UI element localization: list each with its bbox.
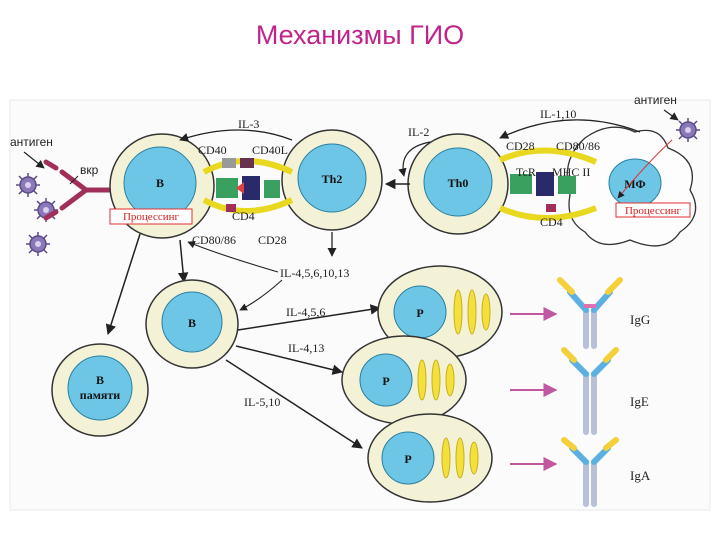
mhc-label: MHC II [552,165,590,179]
igg-antibody-icon [557,277,623,349]
synapse-b-th2 [202,158,294,214]
il3-label: IL-3 [238,117,259,131]
ige-antibody-icon [561,347,619,435]
cd4-label-left: CD4 [232,209,255,223]
th0-label: Th0 [448,176,469,190]
processing-box-right [615,202,691,218]
th0-cell: Th0 [407,133,509,235]
bcr-receptor-icon [43,159,115,221]
b-cell-mid: B [145,279,239,369]
th2-label: Th2 [322,172,343,186]
p1-label: P [416,306,423,320]
cd28-bottom-label: CD28 [258,233,287,247]
il2-label: IL-2 [408,125,429,139]
processing-label-left: Процессинг [123,211,180,223]
plasma-cell-3: P [367,413,493,503]
b-memory-cell: B памяти [51,343,149,437]
p2-label: P [382,374,389,388]
mf-label: МФ [624,177,645,191]
cd8086-top-label: CD80/86 [556,139,600,153]
antigen-right-icon [675,117,701,143]
antigen-label-right: антиген [634,93,677,107]
il4-13-label: IL-4,5,6,10,13 [280,266,349,280]
tcr-label: TcR [516,165,536,179]
cd4-label-right: CD4 [540,215,563,229]
iga-label: IgA [630,468,651,483]
plasma-cell-2: P [341,335,467,425]
iga-antibody-icon [561,437,619,507]
processing-label-right: Процессинг [625,205,682,217]
synapse-th0-mf [498,147,598,221]
cd40-label: CD40 [198,143,227,157]
ige-label: IgE [630,394,649,409]
cd8086-bottom-label: CD80/86 [192,233,236,247]
b-mid-label: B [188,316,196,330]
antigen-label-left: антиген [10,135,53,149]
igg-label: IgG [630,312,650,327]
b-cell-main-label: B [156,176,164,190]
p3-label: P [404,452,411,466]
cd40l-label: CD40L [252,143,288,157]
il413-label: IL-4,13 [288,341,324,355]
il510-label: IL-5,10 [244,395,280,409]
cd28-top-label: CD28 [506,139,535,153]
b-memory-line2: памяти [80,388,120,402]
b-memory-line1: B [96,373,104,387]
il456-label: IL-4,5,6 [286,305,325,319]
bcr-label: вкр [80,163,99,177]
th2-cell: Th2 [281,129,383,231]
page-title: Механизмы ГИО [255,20,465,50]
il110-label: IL-1,10 [540,107,576,121]
processing-box-left [109,208,193,225]
